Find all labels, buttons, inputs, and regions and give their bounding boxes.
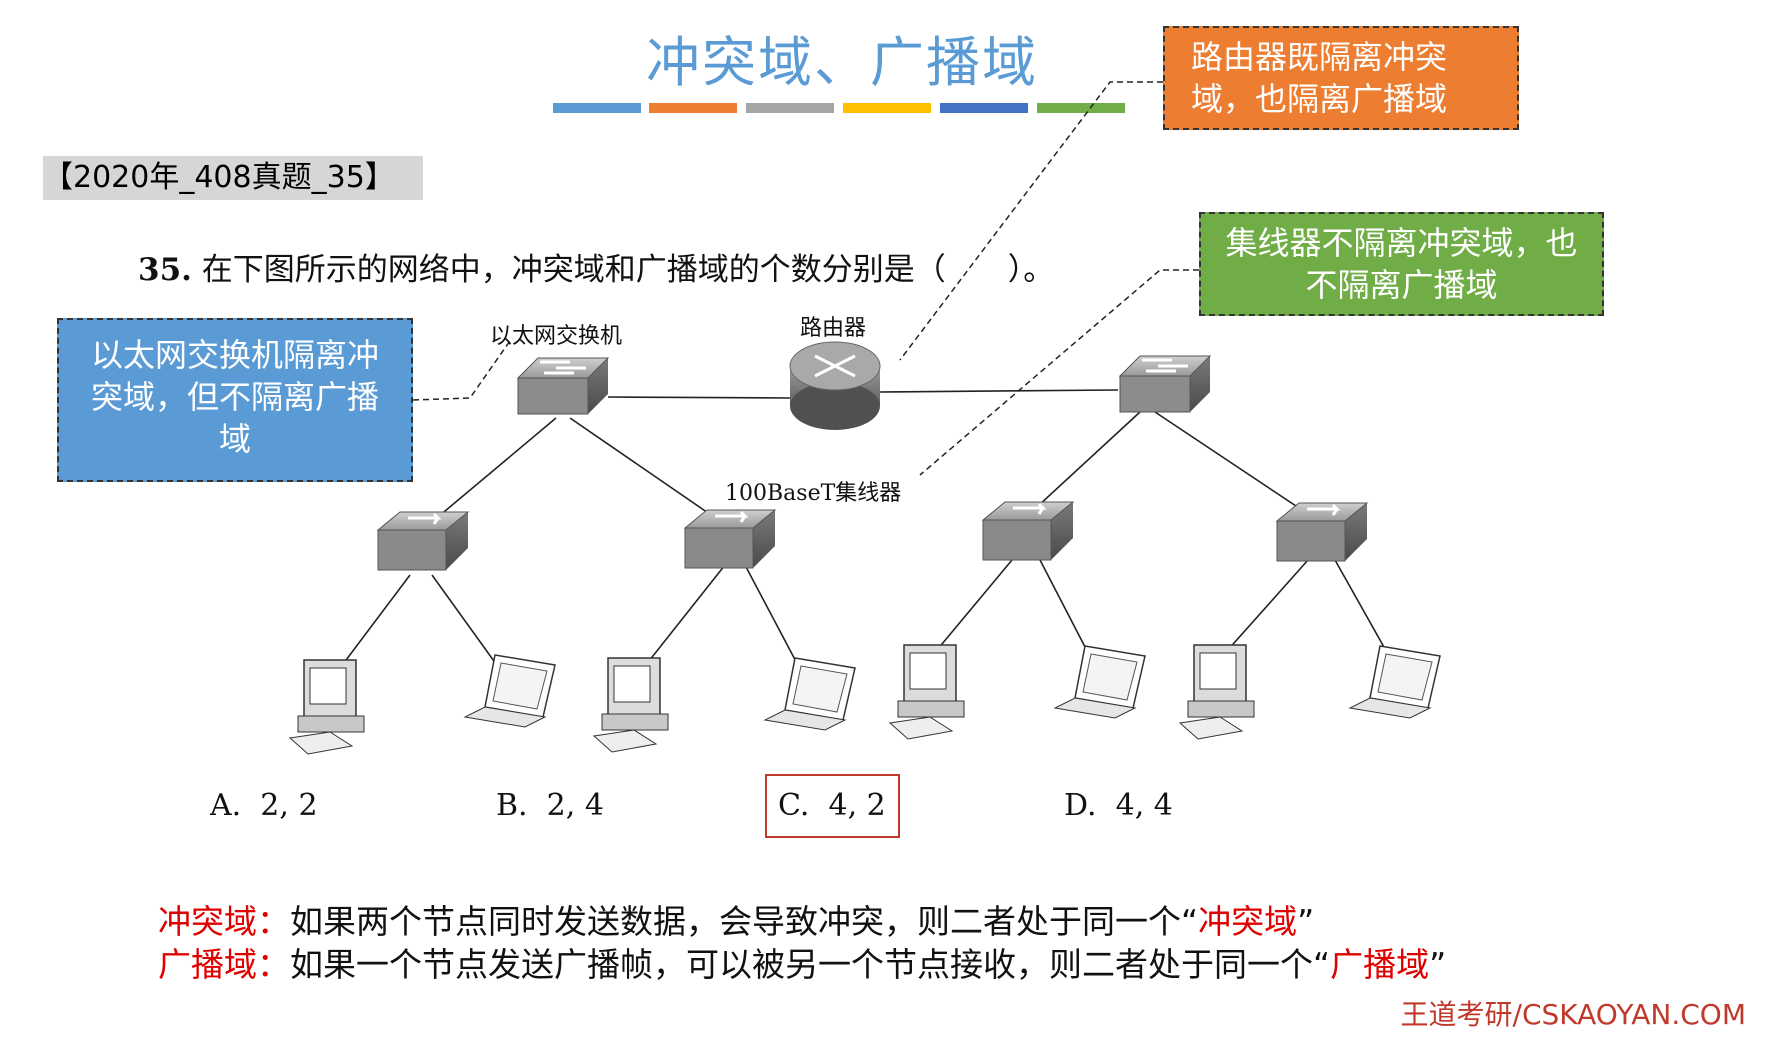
hub-leader-line: [919, 269, 1199, 476]
accent-bar-green: [1037, 103, 1125, 113]
question: 35. 在下图所示的网络中，冲突域和广播域的个数分别是（ ）。: [138, 244, 1054, 289]
definition-collision-domain: 冲突域：如果两个节点同时发送数据，会导致冲突，则二者处于同一个“冲突域”: [158, 902, 1315, 941]
accent-bar-darkblue: [940, 103, 1028, 113]
desktop-computer-2: [592, 657, 669, 753]
ethernet-switch-right: [1118, 355, 1212, 413]
hub-4: [1275, 502, 1369, 562]
hub-2: [683, 509, 777, 569]
laptop-1: [463, 654, 556, 728]
leader-lines: [412, 81, 1199, 476]
exam-tag: 【2020年_408真题_35】: [43, 156, 423, 200]
laptop-2: [763, 657, 856, 731]
option-c: C. 4, 2: [778, 788, 886, 823]
switch-callout: 以太网交换机隔离冲突域，但不隔离广播域: [57, 318, 413, 482]
desktop-computer-4: [1178, 644, 1255, 740]
router-icon: [789, 341, 881, 430]
desktop-computer-1: [288, 659, 365, 755]
answer-highlight-box: [765, 774, 900, 838]
hub-label: 100BaseT集线器: [725, 481, 902, 506]
switch-leader-line: [412, 337, 513, 401]
accent-bar-yellow: [843, 103, 931, 113]
option-d: D. 4, 4: [1064, 788, 1173, 823]
definition-term: 广播域：: [158, 945, 290, 984]
page-title: 冲突域、广播域: [646, 31, 1038, 94]
router-label: 路由器: [800, 316, 867, 341]
switch-label: 以太网交换机: [490, 324, 623, 349]
option-a: A. 2, 2: [210, 788, 318, 823]
hub-callout: 集线器不隔离冲突域，也不隔离广播域: [1199, 212, 1604, 316]
accent-bar-gray: [746, 103, 834, 113]
hub-1: [376, 511, 470, 571]
definition-term: 冲突域：: [158, 902, 290, 941]
definition-broadcast-domain: 广播域：如果一个节点发送广播帧，可以被另一个节点接收，则二者处于同一个“广播域”: [158, 945, 1447, 984]
accent-bar-orange: [649, 103, 737, 113]
option-b: B. 2, 4: [496, 788, 604, 823]
router-leader-line: [899, 81, 1163, 361]
router-callout: 路由器既隔离冲突域，也隔离广播域: [1163, 26, 1519, 130]
hub-3: [981, 501, 1075, 561]
laptop-4: [1348, 645, 1441, 719]
footer-brand: 王道考研/CSKAOYAN.COM: [1400, 998, 1746, 1031]
question-number: 35.: [138, 252, 192, 288]
desktop-computer-3: [888, 644, 965, 740]
laptop-3: [1053, 645, 1146, 719]
ethernet-switch-left: [516, 357, 610, 415]
accent-bar-blue: [553, 103, 641, 113]
question-text: 在下图所示的网络中，冲突域和广播域的个数分别是（ ）。: [201, 252, 1055, 288]
